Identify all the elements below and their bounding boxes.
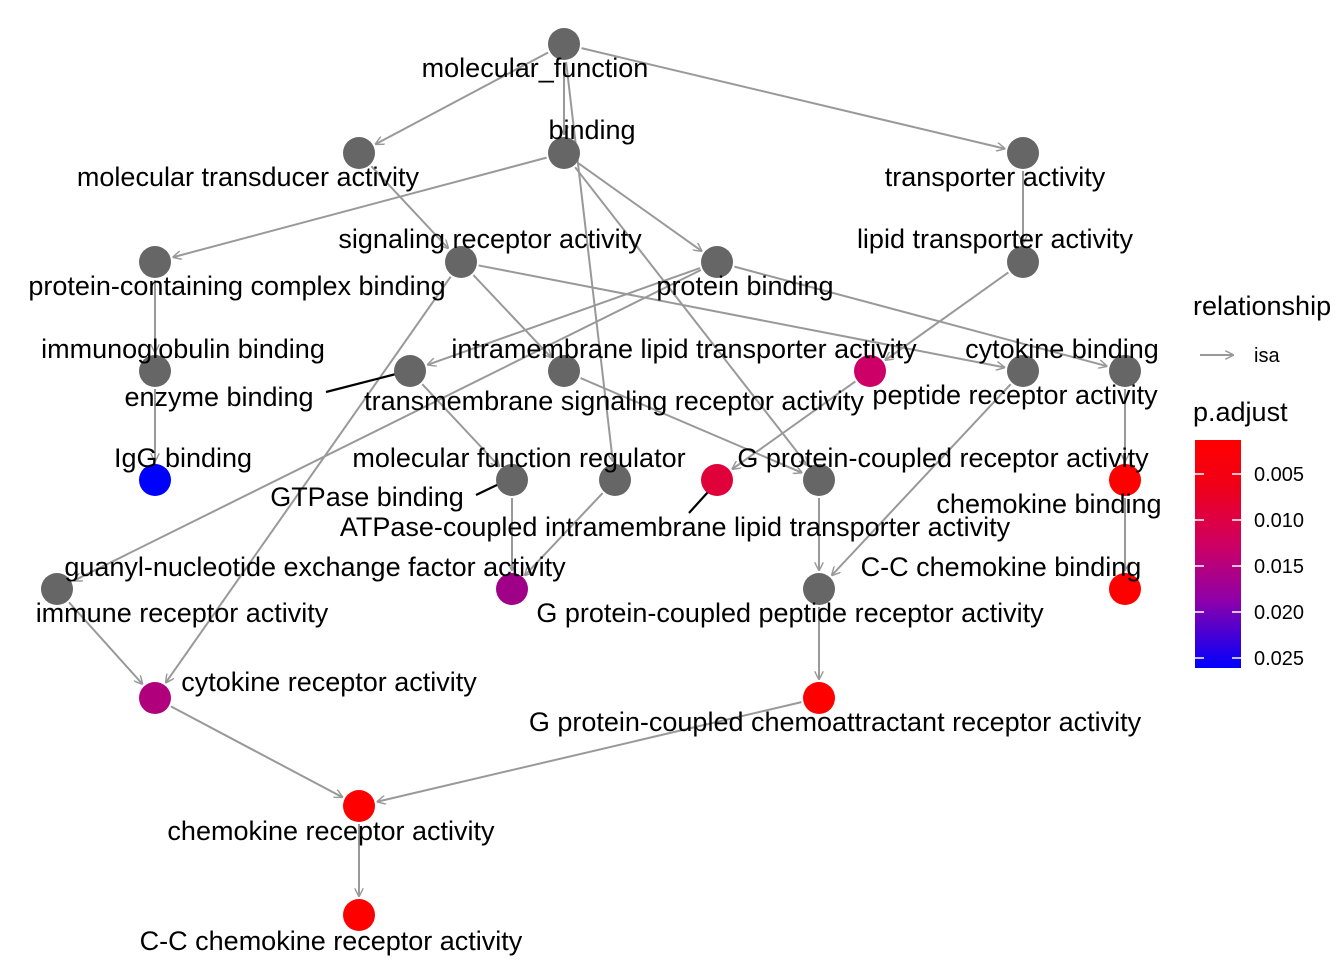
node-label-transporter-activity: transporter activity <box>885 162 1106 192</box>
edge-protein-binding-to-cytokine-binding <box>734 265 1106 366</box>
node-atpase-coupled <box>701 464 733 496</box>
node-label-lipid-transporter-activity: lipid transporter activity <box>857 224 1134 254</box>
edge-molecular-function-to-molecular-function-regulator <box>565 61 613 461</box>
node-label-cytokine-binding: cytokine binding <box>965 334 1159 364</box>
node-guanyl-nucleotide-exchange <box>496 573 528 605</box>
node-label-protein-containing-complex-binding: protein-containing complex binding <box>28 271 445 301</box>
edge-gpcr-chemoattractant-to-chemokine-receptor-activity <box>377 701 802 802</box>
edge-intramembrane-lipid-transporter-activity-to-atpase-coupled <box>732 380 856 469</box>
edge-binding-to-protein-containing-complex-binding <box>173 156 547 257</box>
node-gtpase-binding <box>496 464 528 496</box>
node-label-gpcr-peptide-receptor-activity: G protein-coupled peptide receptor activ… <box>536 598 1044 628</box>
node-label-immunoglobulin-binding: immunoglobulin binding <box>41 334 325 364</box>
legend-isa-label: isa <box>1254 345 1280 367</box>
node-binding <box>548 137 580 169</box>
edge-molecular-function-to-molecular-transducer-activity <box>376 51 549 144</box>
node-label-chemokine-receptor-activity: chemokine receptor activity <box>167 816 495 846</box>
label-leaders-layer <box>325 372 709 514</box>
node-signaling-receptor-activity <box>445 246 477 278</box>
edge-peptide-receptor-activity-to-gpcr-peptide-receptor-activity <box>832 383 1012 575</box>
node-label-enzyme-binding: enzyme binding <box>124 382 313 412</box>
edge-binding-to-protein-binding <box>578 162 702 251</box>
label-leader-enzyme-binding <box>325 372 397 394</box>
legend-tick-label: 0.020 <box>1254 602 1304 624</box>
node-molecular-transducer-activity <box>343 137 375 169</box>
node-gpcr-activity <box>803 464 835 496</box>
node-label-gpcr-activity: G protein-coupled receptor activity <box>737 443 1149 473</box>
node-cytokine-receptor-activity <box>139 682 171 714</box>
node-immune-receptor-activity <box>41 573 73 605</box>
edge-signaling-receptor-activity-to-cytokine-receptor-activity <box>166 276 452 683</box>
node-label-guanyl-nucleotide-exchange: guanyl-nucleotide exchange factor activi… <box>64 552 566 582</box>
legend-tick-label: 0.005 <box>1254 464 1304 486</box>
node-immunoglobulin-binding <box>139 355 171 387</box>
node-label-intramembrane-lipid-transporter-activity: intramembrane lipid transporter activity <box>451 334 917 364</box>
node-label-binding: binding <box>548 115 635 145</box>
edge-molecular-transducer-activity-to-signaling-receptor-activity <box>370 165 448 248</box>
node-label-cc-chemokine-receptor-activity: C-C chemokine receptor activity <box>140 926 523 956</box>
node-label-chemokine-binding: chemokine binding <box>936 489 1161 519</box>
edge-binding-to-gpcr-activity <box>574 166 807 465</box>
legend-tick-label: 0.015 <box>1254 556 1304 578</box>
node-label-cc-chemokine-binding: C-C chemokine binding <box>861 552 1142 582</box>
node-label-atpase-coupled: ATPase-coupled intramembrane lipid trans… <box>340 512 1011 542</box>
edge-protein-binding-to-immune-receptor-activity <box>74 269 702 581</box>
legend-tick-label: 0.025 <box>1254 648 1304 670</box>
edge-protein-binding-to-enzyme-binding <box>428 267 701 365</box>
node-label-protein-binding: protein binding <box>656 271 833 301</box>
node-label-immune-receptor-activity: immune receptor activity <box>36 598 329 628</box>
node-enzyme-binding <box>394 355 426 387</box>
label-leader-atpase-coupled <box>688 491 709 514</box>
node-label-gpcr-chemoattractant: G protein-coupled chemoattractant recept… <box>529 707 1142 737</box>
edge-molecular-function-regulator-to-guanyl-nucleotide-exchange <box>525 492 604 575</box>
edge-signaling-receptor-activity-to-transmembrane-signaling-receptor-activity <box>472 274 551 357</box>
edge-molecular-function-to-transporter-activity <box>581 47 1005 148</box>
node-lipid-transporter-activity <box>1007 246 1039 278</box>
node-molecular-function <box>548 28 580 60</box>
node-peptide-receptor-activity <box>1007 355 1039 387</box>
node-transporter-activity <box>1007 137 1039 169</box>
nodes-layer <box>41 28 1141 931</box>
node-cc-chemokine-binding <box>1109 573 1141 605</box>
edge-transmembrane-signaling-receptor-activity-to-gpcr-activity <box>580 377 802 472</box>
edge-immune-receptor-activity-to-cytokine-receptor-activity <box>68 601 142 683</box>
label-leader-gtpase-binding <box>475 483 500 496</box>
node-label-transmembrane-signaling-receptor-activity: transmembrane signaling receptor activit… <box>364 386 864 416</box>
node-label-cytokine-receptor-activity: cytokine receptor activity <box>181 667 477 697</box>
node-cc-chemokine-receptor-activity <box>343 899 375 931</box>
node-protein-binding <box>701 246 733 278</box>
node-gpcr-chemoattractant <box>803 682 835 714</box>
edge-cytokine-receptor-activity-to-chemokine-receptor-activity <box>170 705 342 797</box>
node-label-peptide-receptor-activity: peptide receptor activity <box>872 380 1158 410</box>
legend: relationship isa p.adjust 0.005 0.010 0.… <box>1193 291 1331 670</box>
legend-relationship-title: relationship <box>1193 291 1331 321</box>
edge-signaling-receptor-activity-to-peptide-receptor-activity <box>478 264 1005 367</box>
node-chemokine-binding <box>1109 464 1141 496</box>
node-cytokine-binding <box>1109 355 1141 387</box>
node-label-molecular-function: molecular_function <box>422 53 649 83</box>
node-intramembrane-lipid-transporter-activity <box>854 355 886 387</box>
legend-color-bar <box>1195 440 1241 668</box>
edges-layer <box>68 47 1125 896</box>
node-label-molecular-transducer-activity: molecular transducer activity <box>77 162 420 192</box>
node-label-signaling-receptor-activity: signaling receptor activity <box>338 224 642 254</box>
edge-enzyme-binding-to-gtpase-binding <box>421 383 499 466</box>
legend-padjust-title: p.adjust <box>1193 397 1288 427</box>
node-chemokine-receptor-activity <box>343 790 375 822</box>
edge-lipid-transporter-activity-to-intramembrane-lipid-transporter-activity <box>885 271 1009 360</box>
node-protein-containing-complex-binding <box>139 246 171 278</box>
node-molecular-function-regulator <box>599 464 631 496</box>
node-label-igg-binding: IgG binding <box>114 443 252 473</box>
legend-tick-label: 0.010 <box>1254 510 1304 532</box>
node-gpcr-peptide-receptor-activity <box>803 573 835 605</box>
legend-ticks <box>1195 473 1241 659</box>
node-transmembrane-signaling-receptor-activity <box>548 355 580 387</box>
node-label-molecular-function-regulator: molecular function regulator <box>352 443 685 473</box>
node-igg-binding <box>139 464 171 496</box>
node-label-gtpase-binding: GTPase binding <box>270 482 464 512</box>
